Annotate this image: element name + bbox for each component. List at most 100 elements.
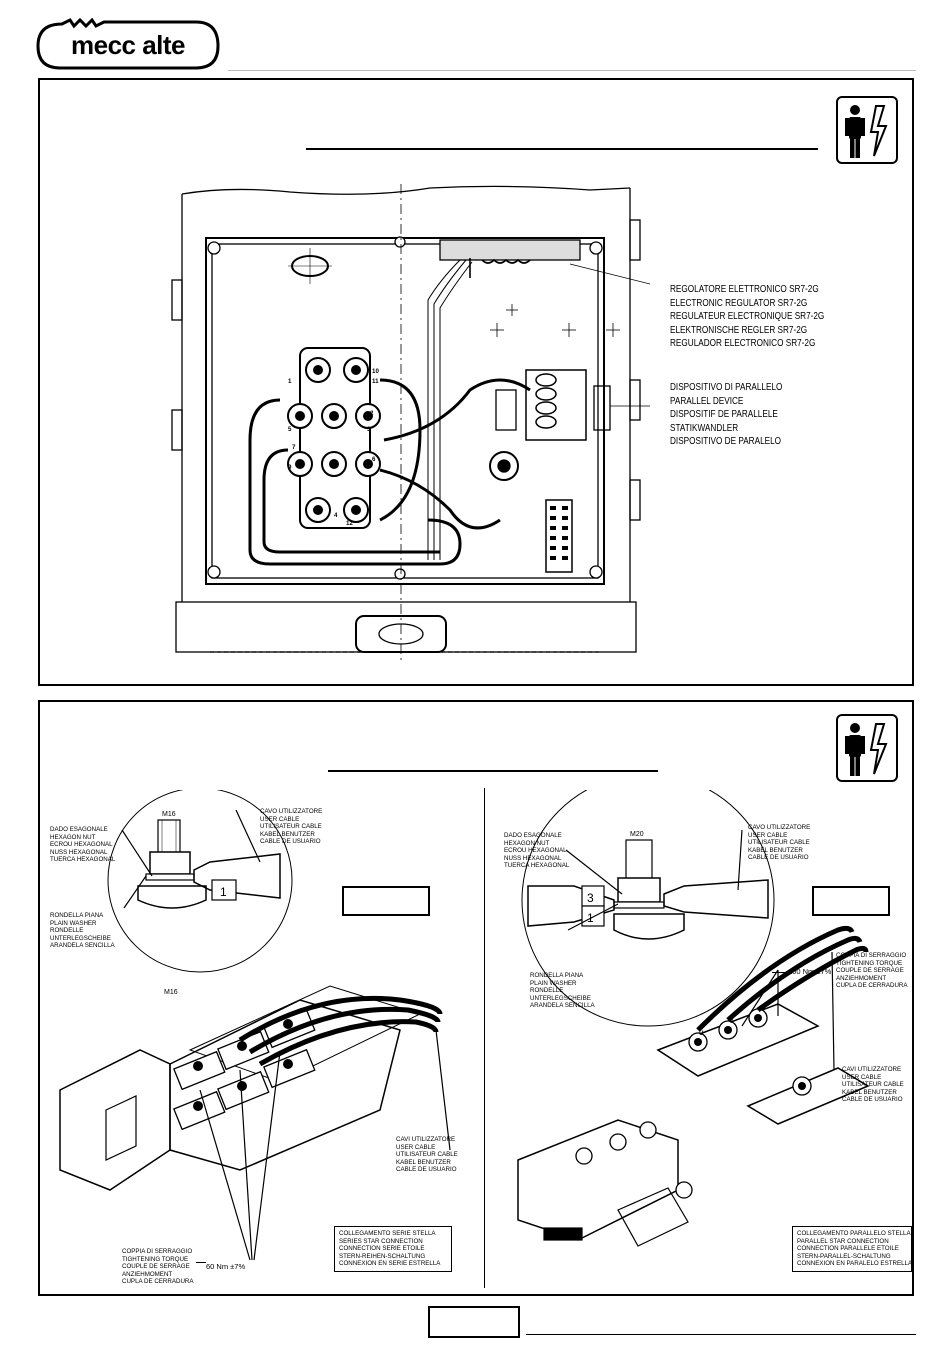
left-washer-label-de: UNTERLEGSCHEIBE bbox=[50, 934, 111, 942]
right-user-cables-label-es: CABLE DE USUARIO bbox=[842, 1096, 903, 1104]
left-torque-label-de: ANZIEHMOMENT bbox=[122, 1270, 173, 1278]
right-torque-value: 100 Nm ±7% bbox=[788, 967, 832, 976]
left-nut-label-it: DADO ESAGONALE bbox=[50, 826, 108, 833]
terminal-box-drawing bbox=[171, 184, 650, 660]
left-washer-label-en: PLAIN WASHER bbox=[50, 919, 97, 927]
right-nut-label-fr: ECROU HEXAGONAL bbox=[504, 847, 567, 855]
left-nut-label-en: HEXAGON NUT bbox=[50, 833, 96, 841]
regulator-label-en: ELECTRONIC REGULATOR SR7-2G bbox=[670, 297, 808, 309]
left-washer-label-fr: RONDELLE bbox=[50, 927, 84, 935]
bolt-size-right: M20 bbox=[630, 831, 644, 838]
terminal-1: 1 bbox=[288, 378, 292, 385]
right-user-cable-label-fr: UTILISATEUR CABLE bbox=[748, 839, 810, 847]
left-user-cables-label-es: CABLE DE USUARIO bbox=[396, 1166, 457, 1174]
right-washer-label-en: PLAIN WASHER bbox=[530, 979, 577, 987]
right-empty-tag-box bbox=[812, 886, 890, 916]
right-user-cables-label-en: USER CABLE bbox=[842, 1073, 882, 1081]
parallel-label-de: STATIKWANDLER bbox=[670, 422, 739, 434]
right-nut-label-es: TUERCA HEXAGONAL bbox=[504, 862, 570, 870]
right-washer-label-es: ARANDELA SENCILLA bbox=[530, 1002, 595, 1010]
parallel-star-connection-drawing: M20 3 1 bbox=[517, 790, 870, 1247]
series-star-connection-drawing: M16 1 M16 bbox=[59, 790, 451, 1261]
right-nut-label-de: NUSS HEXAGONAL bbox=[504, 854, 562, 862]
right-torque-label-es: CUPLA DE CERRADURA bbox=[836, 982, 908, 990]
terminal-10: 10 bbox=[372, 368, 379, 375]
terminal-6: 6 bbox=[372, 456, 376, 463]
parallel-label-fr: DISPOSITIF DE PARALLELE bbox=[670, 409, 778, 420]
right-user-cables-label-fr: UTILISATEUR CABLE bbox=[842, 1081, 904, 1089]
parallel-label-it: DISPOSITIVO DI PARALLELO bbox=[670, 382, 783, 393]
left-connection-label-fr: CONNECTION SERIE ETOILE bbox=[339, 1245, 425, 1253]
right-nut-label-en: HEXAGON NUT bbox=[504, 839, 550, 847]
right-washer-label-fr: RONDELLE bbox=[530, 987, 564, 995]
terminal-7: 7 bbox=[292, 444, 296, 451]
left-nut-label-de: NUSS HEXAGONAL bbox=[50, 848, 108, 856]
logo-text: mecc alte bbox=[71, 30, 185, 60]
right-user-cable-label-es: CABLE DE USUARIO bbox=[748, 854, 809, 862]
footer-rule bbox=[526, 1334, 916, 1335]
left-user-cables-label-en: USER CABLE bbox=[396, 1143, 436, 1151]
terminal-letter-u: U bbox=[699, 1030, 704, 1037]
right-user-cables-label-it: CAVI UTILIZZATORE bbox=[842, 1066, 902, 1073]
electrical-hazard-icon bbox=[836, 96, 898, 164]
left-user-cable-label-it: CAVO UTILIZZATORE bbox=[260, 808, 323, 815]
bolt-size-left: M16 bbox=[162, 811, 176, 818]
right-torque-label-en: TIGHTENING TORQUE bbox=[836, 959, 903, 967]
left-washer-label-es: ARANDELA SENCILLA bbox=[50, 942, 115, 950]
terminal-11: 11 bbox=[372, 378, 379, 385]
left-torque-label-es: CUPLA DE CERRADURA bbox=[122, 1278, 194, 1286]
right-connection-label-de: STERN-PARALLEL-SCHALTUNG bbox=[797, 1252, 891, 1260]
terminal-4: 4 bbox=[334, 512, 338, 519]
electrical-hazard-icon bbox=[836, 714, 898, 782]
terminal-letter-w: W bbox=[759, 1006, 765, 1013]
bottom-title-rule bbox=[328, 770, 658, 772]
right-user-cable-label-en: USER CABLE bbox=[748, 831, 788, 839]
right-user-cable-label-de: KABEL BENUTZER bbox=[748, 846, 803, 854]
right-torque-label-de: ANZIEHMOMENT bbox=[836, 974, 887, 982]
left-nut-label-group: DADO ESAGONALE HEXAGON NUT ECROU HEXAGON… bbox=[50, 826, 115, 864]
page-number-box bbox=[428, 1306, 520, 1338]
regulator-label-de: ELEKTRONISCHE REGLER SR7-2G bbox=[670, 324, 808, 336]
left-torque-label-en: TIGHTENING TORQUE bbox=[122, 1255, 189, 1263]
terminal-3: 3 bbox=[367, 426, 371, 433]
left-nut-label-es: TUERCA HEXAGONAL bbox=[50, 856, 116, 864]
terminal-12: 12 bbox=[346, 520, 353, 527]
bolt-size-left-lower: M16 bbox=[164, 989, 178, 996]
terminal-9: 9 bbox=[288, 464, 292, 471]
left-connection-label-en: SERIES STAR CONNECTION bbox=[339, 1237, 423, 1245]
left-empty-tag-box bbox=[342, 886, 430, 916]
right-user-cables-label-group: CAVI UTILIZZATORE USER CABLE UTILISATEUR… bbox=[842, 1066, 904, 1104]
left-torque-leader bbox=[196, 1262, 206, 1263]
header-rule bbox=[228, 70, 916, 71]
terminal-letter-v: V bbox=[729, 1018, 734, 1025]
left-washer-label-group: RONDELLA PIANA PLAIN WASHER RONDELLE UNT… bbox=[50, 912, 115, 950]
regulator-label-group: REGOLATORE ELETTRONICO SR7-2G ELECTRONIC… bbox=[670, 283, 824, 351]
right-washer-label-de: UNTERLEGSCHEIBE bbox=[530, 994, 591, 1002]
regulator-label-es: REGULADOR ELECTRONICO SR7-2G bbox=[670, 338, 816, 349]
parallel-label-es: DISPOSITIVO DE PARALELO bbox=[670, 436, 782, 447]
right-nut-label-it: DADO ESAGONALE bbox=[504, 832, 562, 839]
bottom-panel bbox=[38, 700, 914, 1296]
right-connection-label-fr: CONNECTION PARALLELE ETOILE bbox=[797, 1245, 899, 1253]
left-washer-label-it: RONDELLA PIANA bbox=[50, 912, 104, 919]
left-nut-label-fr: ECROU HEXAGONAL bbox=[50, 841, 113, 849]
left-user-cables-label-fr: UTILISATEUR CABLE bbox=[396, 1151, 458, 1159]
left-user-cable-label-es: CABLE DE USUARIO bbox=[260, 838, 321, 846]
left-user-cable-label-de: KABEL BENUTZER bbox=[260, 830, 315, 838]
bottom-divider bbox=[484, 788, 485, 1288]
right-user-cable-label-group: CAVO UTILIZZATORE USER CABLE UTILISATEUR… bbox=[748, 824, 810, 862]
terminal-letter-n: N bbox=[800, 1084, 805, 1091]
left-user-cable-label-group: CAVO UTILIZZATORE USER CABLE UTILISATEUR… bbox=[260, 808, 322, 846]
right-torque-label-group: COPPIA DI SERRAGGIO TIGHTENING TORQUE CO… bbox=[836, 952, 908, 990]
right-torque-leader bbox=[772, 972, 786, 973]
right-washer-label-group: RONDELLA PIANA PLAIN WASHER RONDELLE UNT… bbox=[530, 972, 595, 1010]
right-connection-label-it: COLLEGAMENTO PARALLELO STELLA bbox=[797, 1230, 911, 1237]
mecc-alte-logo: mecc alte bbox=[36, 18, 220, 70]
left-torque-label-fr: COUPLE DE SERRAGE bbox=[122, 1263, 190, 1271]
left-connection-box: COLLEGAMENTO SERIE STELLA SERIES STAR CO… bbox=[334, 1226, 452, 1272]
right-connection-label-en: PARALLEL STAR CONNECTION bbox=[797, 1237, 889, 1245]
left-user-cables-label-group: CAVI UTILIZZATORE USER CABLE UTILISATEUR… bbox=[396, 1136, 458, 1174]
left-torque-value: 60 Nm ±7% bbox=[206, 1262, 246, 1271]
title-rule bbox=[306, 148, 818, 150]
left-user-cables-label-de: KABEL BENUTZER bbox=[396, 1158, 451, 1166]
